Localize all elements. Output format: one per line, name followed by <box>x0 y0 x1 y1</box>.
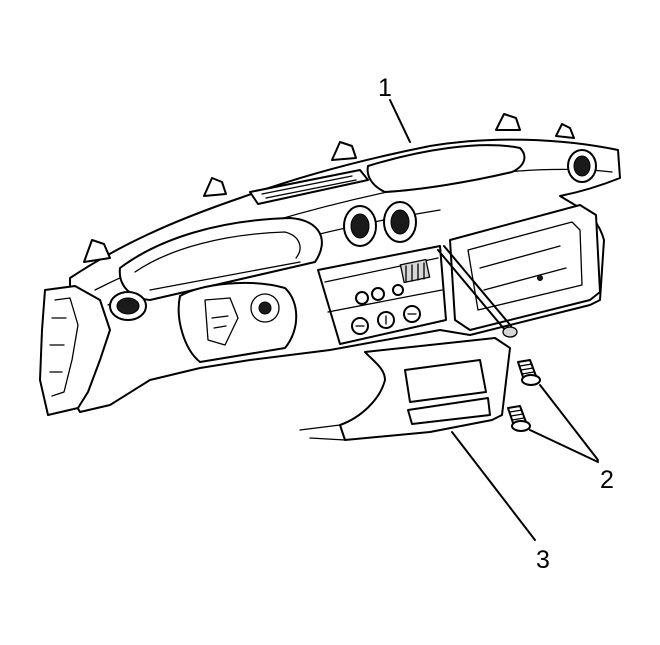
screw-lower <box>507 405 531 432</box>
screw-upper <box>517 359 541 386</box>
callout-3: 3 <box>536 546 550 574</box>
instrument-panel <box>39 113 621 416</box>
leader-2a <box>539 384 599 461</box>
leader-1 <box>389 99 411 143</box>
callout-2: 2 <box>600 466 614 494</box>
lower-trim-panel <box>299 337 511 441</box>
leader-2b <box>529 429 599 463</box>
fasteners <box>507 359 541 432</box>
leader-lines <box>389 99 599 541</box>
leader-3 <box>451 431 536 541</box>
tool-shaft <box>437 245 518 338</box>
callout-1: 1 <box>378 74 392 102</box>
